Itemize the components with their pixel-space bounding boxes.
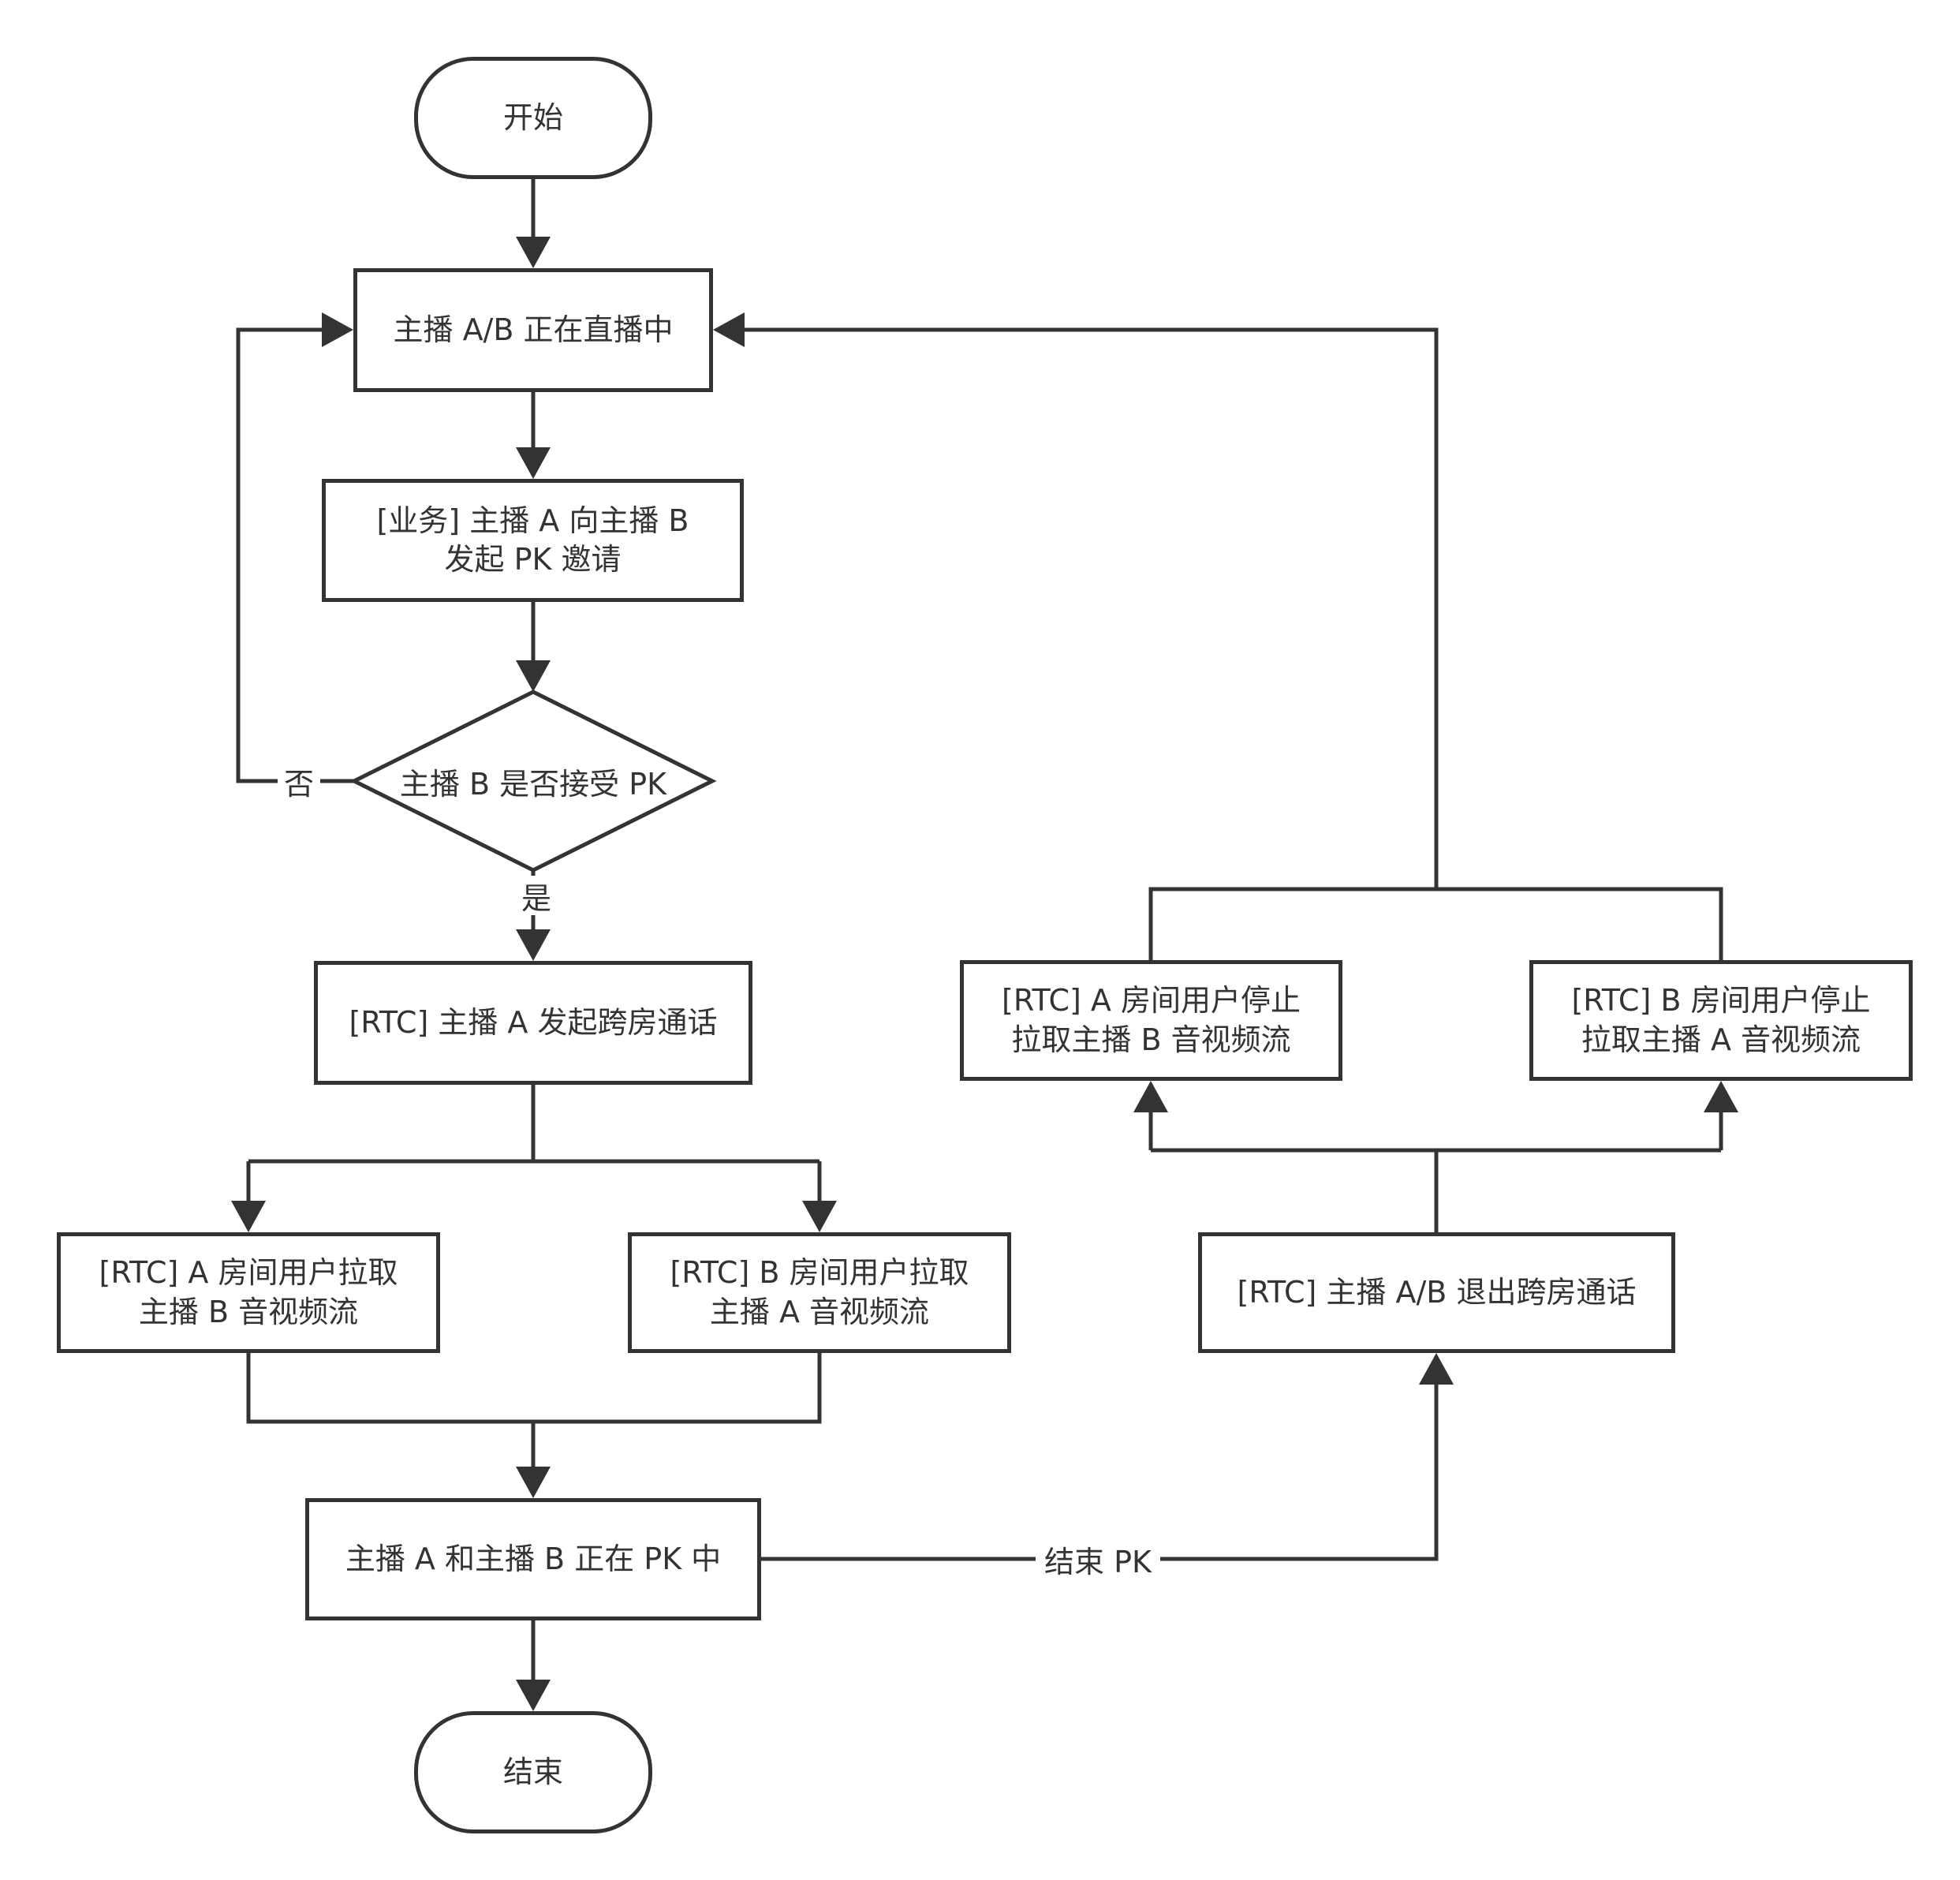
b-stop-label: [RTC] B 房间用户停止 拉取主播 A 音视频流	[1571, 983, 1871, 1057]
arrowhead-stop-return	[713, 312, 745, 347]
arrowhead-pk-exit	[1419, 1353, 1454, 1385]
edge-stop-merge	[1148, 887, 1723, 960]
a-stop-node: [RTC] A 房间用户停止 拉取主播 B 音视频流	[960, 960, 1342, 1081]
end-node: 结束	[414, 1711, 652, 1833]
arrowhead-split-a	[231, 1201, 266, 1232]
decision-label: 主播 B 是否接受 PK	[399, 766, 667, 802]
b-stop-node: [RTC] B 房间用户停止 拉取主播 A 音视频流	[1529, 960, 1913, 1081]
invite-node: [业务] 主播 A 向主播 B 发起 PK 邀请	[322, 479, 744, 602]
exit-call-label: [RTC] 主播 A/B 退出跨房通话	[1237, 1274, 1637, 1310]
decision-diamond	[349, 690, 717, 873]
arrowhead-invite-decision	[516, 660, 551, 692]
live-label: 主播 A/B 正在直播中	[393, 312, 674, 347]
edge-stop-return	[743, 327, 1439, 889]
arrowhead-merge-pk	[516, 1467, 551, 1498]
in-pk-node: 主播 A 和主播 B 正在 PK 中	[305, 1498, 761, 1620]
arrowhead-start-live	[516, 237, 551, 268]
edge-pk-exit	[761, 1383, 1439, 1561]
exit-call-node: [RTC] 主播 A/B 退出跨房通话	[1198, 1232, 1675, 1353]
cross-call-node: [RTC] 主播 A 发起跨房通话	[314, 961, 752, 1085]
invite-label: [业务] 主播 A 向主播 B 发起 PK 邀请	[376, 503, 689, 577]
end-label: 结束	[502, 1754, 563, 1789]
edge-label-yes: 是	[514, 876, 558, 916]
b-pull-node: [RTC] B 房间用户拉取 主播 A 音视频流	[628, 1232, 1011, 1353]
edge-merge	[246, 1353, 822, 1424]
in-pk-label: 主播 A 和主播 B 正在 PK 中	[345, 1541, 722, 1576]
start-label: 开始	[502, 99, 563, 135]
a-pull-node: [RTC] A 房间用户拉取 主播 B 音视频流	[57, 1232, 440, 1353]
arrowhead-split-b	[802, 1201, 837, 1232]
live-node: 主播 A/B 正在直播中	[353, 268, 713, 392]
cross-call-label: [RTC] 主播 A 发起跨房通话	[349, 1004, 718, 1040]
arrowhead-exit-a	[1133, 1081, 1168, 1112]
edge-label-end-pk: 结束 PK	[1036, 1538, 1160, 1579]
b-pull-label: [RTC] B 房间用户拉取 主播 A 音视频流	[670, 1255, 969, 1329]
a-pull-label: [RTC] A 房间用户拉取 主播 B 音视频流	[99, 1255, 398, 1329]
arrowhead-decision-no	[322, 312, 353, 347]
arrowhead-live-invite	[516, 447, 551, 479]
a-stop-label: [RTC] A 房间用户停止 拉取主播 B 音视频流	[1002, 983, 1301, 1057]
arrowhead-exit-b	[1704, 1081, 1738, 1112]
arrowhead-decision-yes	[516, 929, 551, 961]
start-node: 开始	[414, 57, 652, 179]
arrowhead-pk-end	[516, 1680, 551, 1711]
edge-label-no: 否	[278, 761, 320, 802]
